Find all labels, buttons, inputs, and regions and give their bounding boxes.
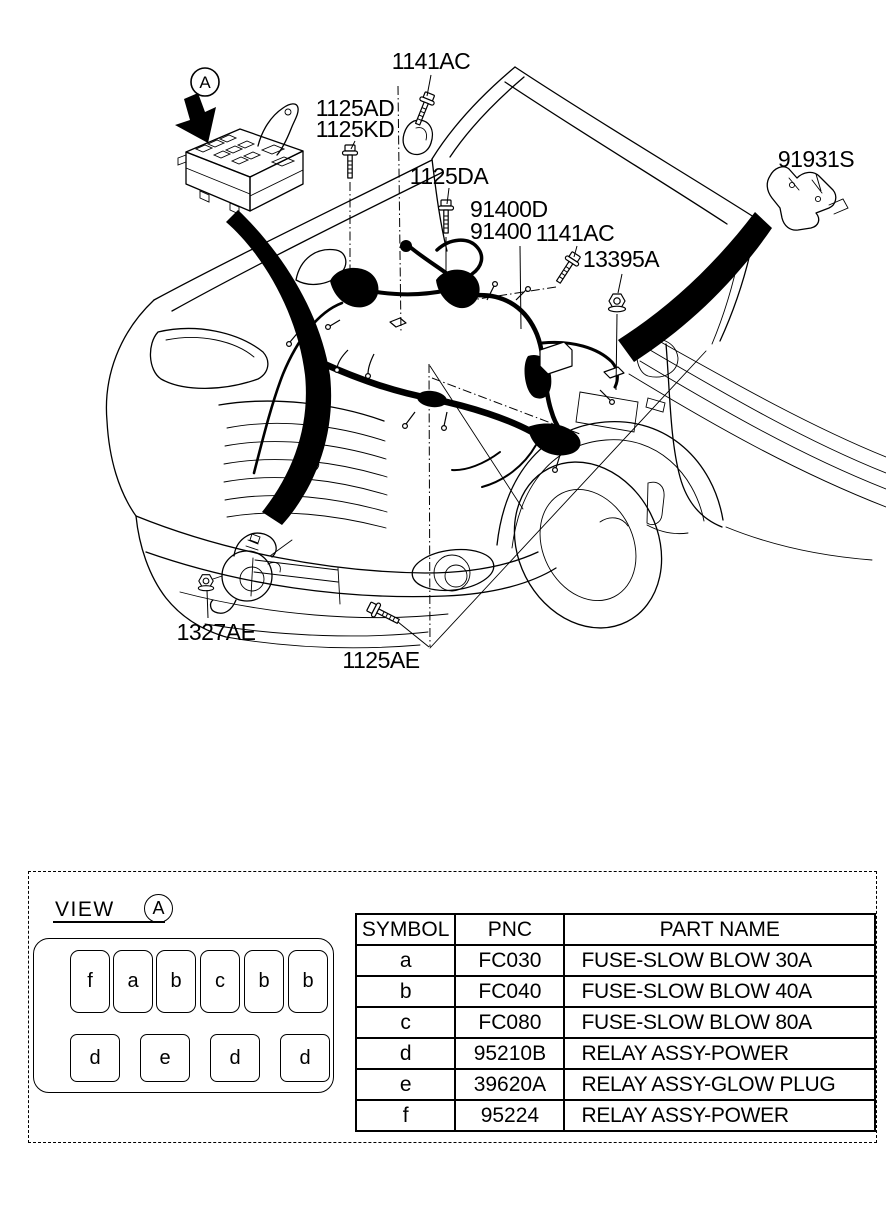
fuse-box-fuses [194, 134, 296, 167]
pnc-cell[interactable]: 39620A [454, 1068, 566, 1101]
fog-lamp [411, 548, 495, 592]
symbol-cell: e [354, 1068, 457, 1101]
callout-1141ac-top[interactable]: 1141AC [392, 48, 471, 74]
symbol-cell: d [354, 1037, 457, 1070]
front-bumper [135, 515, 557, 649]
harness-sweep-band [226, 210, 772, 525]
bolt-icon [341, 144, 359, 179]
view-a-letter: A [152, 898, 165, 918]
view-a-marker: A [144, 894, 173, 923]
horn-part [197, 532, 293, 614]
relay-cell-d: d [210, 1034, 260, 1082]
fuse-cell-c: c [200, 950, 240, 1013]
pnc-cell[interactable]: FC080 [454, 1006, 566, 1039]
fuse-box-part [177, 103, 304, 215]
name-cell: FUSE-SLOW BLOW 80A [563, 1006, 876, 1039]
relay-cell-e: e [140, 1034, 190, 1082]
callout-13395a[interactable]: 13395A [583, 246, 661, 272]
name-cell: RELAY ASSY-GLOW PLUG [563, 1068, 876, 1101]
bolt-icon [410, 90, 438, 128]
view-a-letter: A [199, 73, 211, 92]
pnc-cell[interactable]: 95224 [454, 1099, 566, 1132]
view-title: VIEW [55, 898, 115, 921]
table-row: a FC030 FUSE-SLOW BLOW 30A [354, 944, 876, 977]
name-cell: FUSE-SLOW BLOW 40A [563, 975, 876, 1008]
table-row: d 95210B RELAY ASSY-POWER [354, 1037, 876, 1070]
col-header-pnc: PNC [454, 913, 566, 946]
wiring-diagram: A [105, 48, 886, 673]
fuse-cell-b: b [288, 950, 328, 1013]
arrow-icon [175, 93, 216, 143]
bracket-part [766, 166, 849, 231]
bolt-icon [437, 199, 455, 234]
wiring-harness [252, 238, 625, 488]
part-callouts: 1141AC 1125AD 1125KD 1125DA 91400D 91400… [177, 48, 855, 673]
connector-stubs [286, 281, 615, 474]
car-body-outline [105, 66, 886, 649]
bolt-icon [364, 599, 403, 629]
table-header-row: SYMBOL PNC PART NAME [354, 913, 876, 946]
fuse-cell-f: f [70, 950, 110, 1013]
name-cell: RELAY ASSY-POWER [563, 1099, 876, 1132]
bolt-icon [551, 249, 584, 287]
callout-1125da[interactable]: 1125DA [410, 163, 490, 189]
front-wheel [496, 421, 724, 629]
relay-cell-d: d [280, 1034, 330, 1082]
name-cell: FUSE-SLOW BLOW 30A [563, 944, 876, 977]
callout-91400[interactable]: 91400 [470, 218, 532, 244]
callout-91400d[interactable]: 91400D [470, 196, 548, 222]
callout-91931s[interactable]: 91931S [778, 146, 855, 172]
view-a-marker: A [190, 67, 220, 97]
callout-1125kd[interactable]: 1125KD [316, 116, 395, 142]
symbol-cell: f [354, 1099, 457, 1132]
pnc-cell[interactable]: FC040 [454, 975, 566, 1008]
symbol-cell: a [354, 944, 457, 977]
symbol-cell: c [354, 1006, 457, 1039]
fuse-cell-b: b [244, 950, 284, 1013]
view-title-underline [53, 921, 165, 923]
relay-cell-d: d [70, 1034, 120, 1082]
callout-1125ae[interactable]: 1125AE [342, 647, 420, 673]
table-row: f 95224 RELAY ASSY-POWER [354, 1099, 876, 1132]
view-a-panel: VIEW A f a b c b b d e d d SYMBOL PNC PA… [28, 871, 877, 1143]
col-header-part-name: PART NAME [563, 913, 876, 946]
pnc-cell[interactable]: 95210B [454, 1037, 566, 1070]
name-cell: RELAY ASSY-POWER [563, 1037, 876, 1070]
col-header-symbol: SYMBOL [354, 913, 457, 946]
table-row: e 39620A RELAY ASSY-GLOW PLUG [354, 1068, 876, 1101]
fuse-box-layout: f a b c b b d e d d [33, 938, 334, 1093]
callout-1141ac-mid[interactable]: 1141AC [536, 220, 615, 246]
callout-1125ad[interactable]: 1125AD [316, 95, 395, 121]
nut-icon [197, 574, 215, 592]
symbol-cell: b [354, 975, 457, 1008]
callout-1327ae[interactable]: 1327AE [177, 619, 257, 645]
leader-lines [206, 74, 822, 648]
parts-table: SYMBOL PNC PART NAME a FC030 FUSE-SLOW B… [354, 913, 876, 1132]
pnc-cell[interactable]: FC030 [454, 944, 566, 977]
fuse-cell-a: a [113, 950, 153, 1013]
table-row: b FC040 FUSE-SLOW BLOW 40A [354, 975, 876, 1008]
nut-icon [607, 293, 627, 313]
table-row: c FC080 FUSE-SLOW BLOW 80A [354, 1006, 876, 1039]
fuse-cell-b: b [156, 950, 196, 1013]
